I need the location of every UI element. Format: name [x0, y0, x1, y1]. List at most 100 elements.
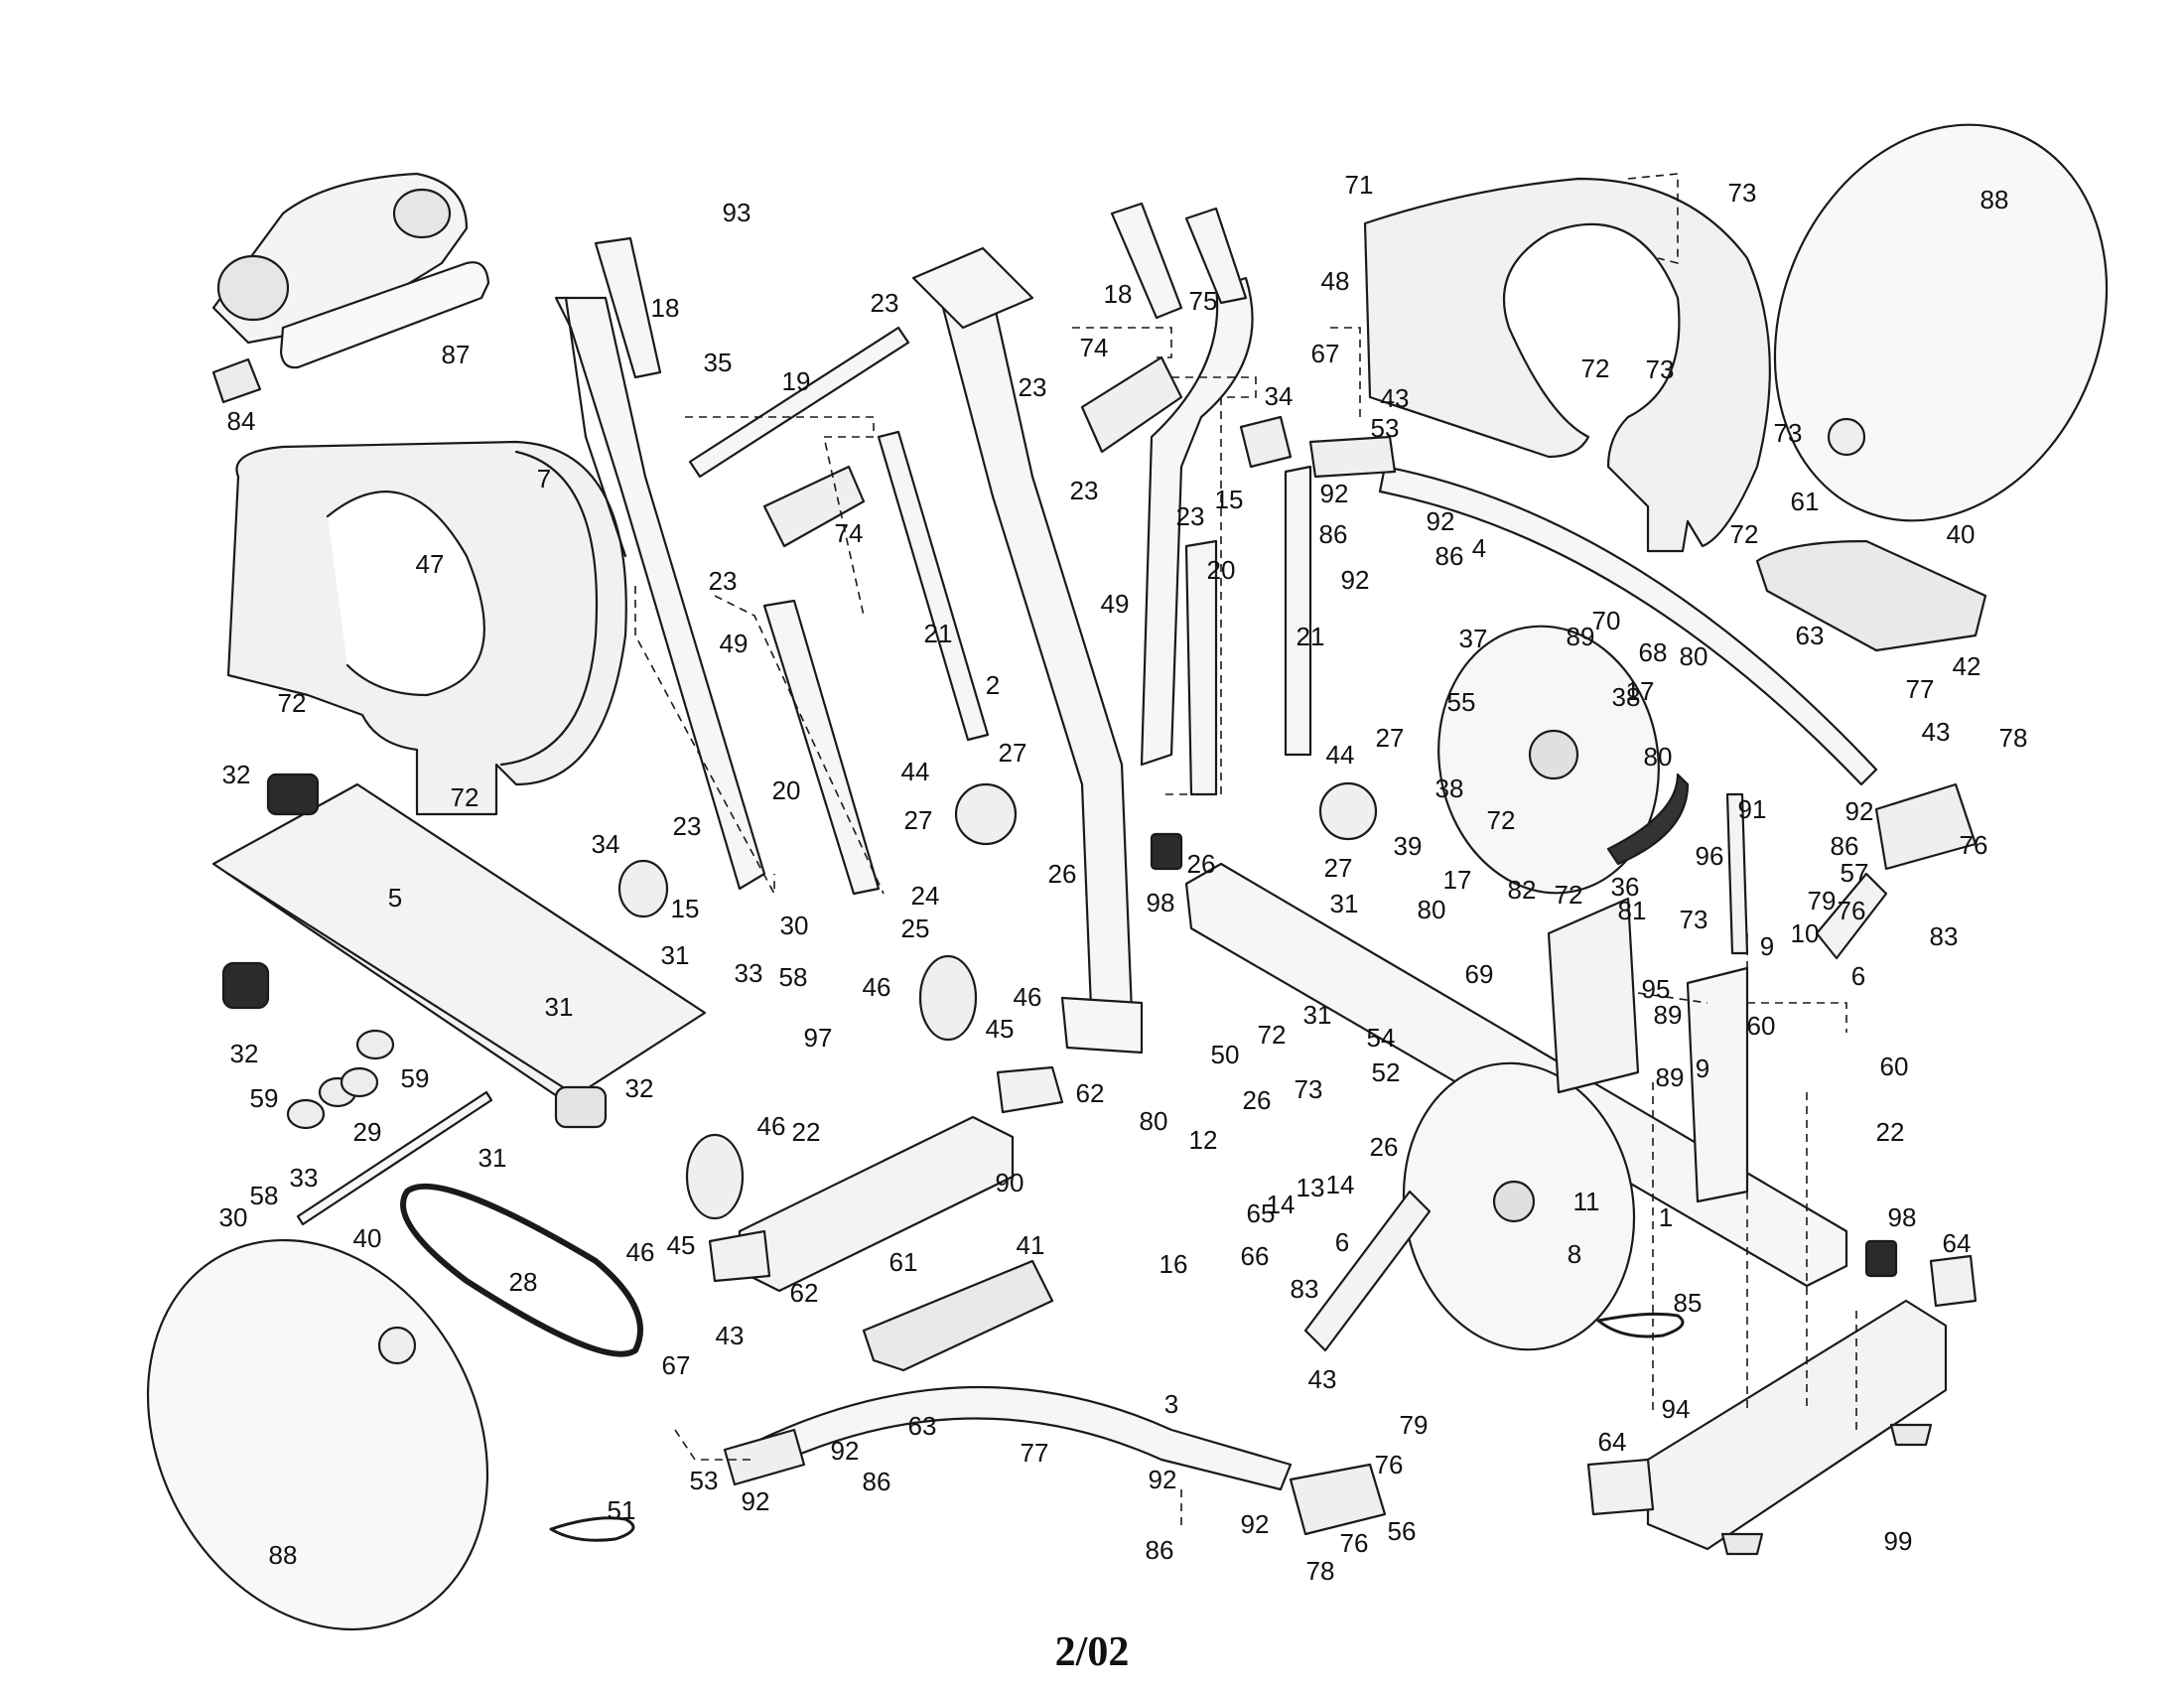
callout-52: 52 — [1372, 1057, 1401, 1087]
callout-64: 64 — [1943, 1228, 1972, 1258]
end-cap-32-top — [266, 773, 320, 816]
callout-59: 59 — [401, 1063, 430, 1093]
callout-95: 95 — [1642, 974, 1671, 1004]
callout-21: 21 — [1297, 622, 1325, 651]
left-handle-top — [564, 296, 627, 558]
callout-23: 23 — [1070, 476, 1099, 505]
right-shroud-drawing — [1363, 177, 1771, 553]
disc-cover-40-right — [1773, 123, 2109, 522]
dashed-leaders — [634, 173, 1857, 1529]
callout-12: 12 — [1189, 1125, 1218, 1155]
callout-3: 3 — [1164, 1389, 1178, 1419]
callout-72: 72 — [1487, 805, 1516, 835]
callout-83: 83 — [1291, 1274, 1319, 1304]
callout-46: 46 — [757, 1111, 786, 1141]
callout-35: 35 — [704, 348, 733, 377]
callout-15: 15 — [1215, 485, 1244, 514]
drive-belt-28 — [400, 1183, 643, 1357]
callout-50: 50 — [1211, 1040, 1240, 1069]
callout-76: 76 — [1838, 896, 1866, 925]
callout-38: 38 — [1612, 682, 1641, 712]
callout-46: 46 — [626, 1237, 655, 1267]
bracket-53-lower — [723, 1428, 806, 1486]
callout-18: 18 — [1104, 279, 1133, 309]
callout-32: 32 — [625, 1073, 654, 1103]
pedal-41 — [862, 1259, 1054, 1372]
callout-15: 15 — [671, 894, 700, 923]
callout-64: 64 — [1598, 1427, 1627, 1457]
wheel-44-right — [1318, 781, 1378, 841]
callout-72: 72 — [278, 688, 307, 718]
wire-51 — [549, 1516, 635, 1542]
callout-90: 90 — [996, 1168, 1024, 1197]
callout-22: 22 — [792, 1117, 821, 1147]
callout-88: 88 — [269, 1540, 298, 1570]
roller-74-left — [762, 465, 866, 548]
callout-39: 39 — [1394, 831, 1423, 861]
pedal-arm-4 — [1378, 465, 1878, 786]
callout-97: 97 — [804, 1023, 833, 1053]
callout-11: 11 — [1573, 1187, 1600, 1216]
callout-78: 78 — [1306, 1556, 1335, 1586]
callout-44: 44 — [1326, 740, 1355, 770]
wheel-45-lower — [685, 1133, 745, 1220]
callout-51: 51 — [608, 1495, 636, 1525]
cap-62-bottom — [708, 1229, 771, 1283]
callout-30: 30 — [780, 911, 809, 940]
callout-72: 72 — [1555, 880, 1583, 910]
callout-22: 22 — [1876, 1117, 1905, 1147]
callout-67: 67 — [662, 1350, 691, 1380]
callout-49: 49 — [720, 629, 749, 658]
disc-cover-40-left — [146, 1238, 489, 1631]
callout-31: 31 — [1330, 889, 1359, 918]
callout-42: 42 — [1953, 651, 1981, 681]
callout-31: 31 — [478, 1143, 507, 1173]
callout-75: 75 — [1189, 286, 1218, 316]
callout-23: 23 — [1176, 501, 1205, 531]
end-cap-32-left — [221, 961, 270, 1010]
callout-71: 71 — [1345, 170, 1374, 200]
callout-92: 92 — [1341, 565, 1370, 595]
callout-49: 49 — [1101, 589, 1130, 619]
cap-64-bottom — [1586, 1458, 1655, 1516]
callout-14: 14 — [1267, 1190, 1296, 1219]
link-21-left — [877, 430, 990, 742]
base-94 — [1646, 1299, 1948, 1551]
bracket-53-upper — [1308, 435, 1397, 479]
crank-arm-6-right — [1815, 872, 1888, 960]
callout-74: 74 — [835, 518, 864, 548]
callout-73: 73 — [1295, 1074, 1323, 1104]
link-20-right — [1184, 539, 1218, 796]
bracket-69 — [1547, 897, 1640, 1094]
callout-54: 54 — [1367, 1023, 1396, 1053]
callout-77: 77 — [1906, 674, 1935, 704]
foot-98-left — [1150, 832, 1183, 871]
link-21-right — [1284, 465, 1312, 757]
axle-29 — [296, 1090, 493, 1226]
leveler-99-b — [1889, 1423, 1933, 1447]
callout-29: 29 — [353, 1117, 382, 1147]
right-handle-drawing — [1140, 276, 1254, 767]
callout-76: 76 — [1340, 1528, 1369, 1558]
bushing-34-right — [1239, 415, 1293, 469]
callout-73: 73 — [1774, 418, 1803, 448]
callout-70: 70 — [1592, 606, 1621, 635]
callout-19: 19 — [782, 366, 811, 396]
callout-91: 91 — [1738, 794, 1767, 824]
callout-17: 17 — [1443, 865, 1472, 895]
callout-56: 56 — [1388, 1516, 1417, 1546]
callout-85: 85 — [1674, 1288, 1703, 1318]
callout-87: 87 — [442, 340, 471, 369]
callout-92: 92 — [742, 1486, 770, 1516]
callout-62: 62 — [790, 1278, 819, 1308]
foot-59-a — [286, 1098, 326, 1130]
callout-6: 6 — [1335, 1227, 1349, 1257]
callout-27: 27 — [1376, 723, 1405, 753]
crank-arm-6-lower — [1303, 1190, 1432, 1352]
callout-86: 86 — [863, 1467, 891, 1496]
callout-40: 40 — [353, 1223, 382, 1253]
wheel-44-left — [954, 782, 1018, 846]
upright-2-top — [911, 246, 1034, 330]
callout-99: 99 — [1884, 1526, 1913, 1556]
